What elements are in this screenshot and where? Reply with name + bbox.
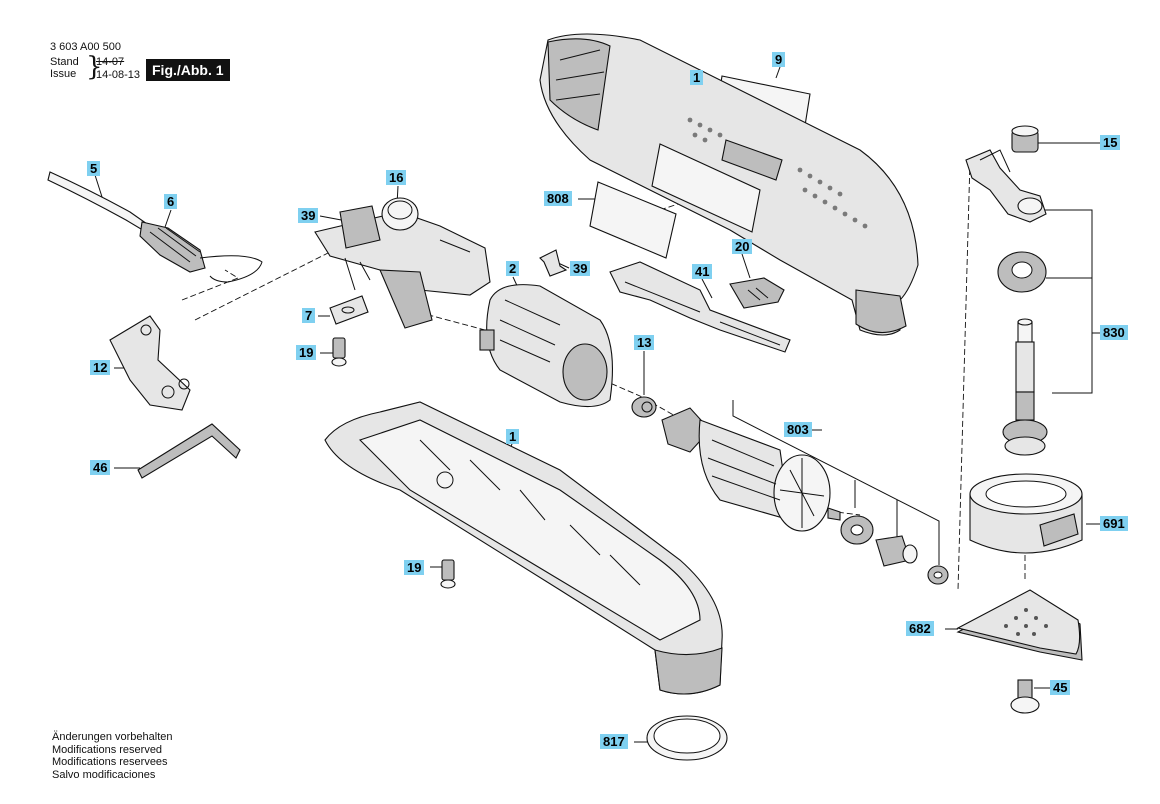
callout-7: 7: [302, 308, 316, 323]
sanding-pad-part-682: [956, 589, 1083, 661]
callout-9: 9: [772, 52, 786, 67]
clip-part-39: [539, 249, 568, 277]
callout-2: 2: [506, 261, 520, 276]
plate-part-12: [109, 315, 191, 411]
bearing-830: [997, 251, 1047, 293]
switch-assembly-part-16: [314, 197, 491, 329]
ring-part-817: [646, 715, 728, 761]
hex-key-part-46: [137, 423, 241, 479]
callout-1-lower: 1: [506, 429, 520, 444]
bushing-part-13: [631, 396, 657, 418]
callout-41: 41: [692, 264, 713, 279]
stand-date: 14-07: [96, 56, 125, 68]
callout-1-upper: 1: [690, 70, 704, 85]
callout-817: 817: [600, 734, 628, 749]
screw-part-19b: [440, 559, 456, 589]
cord-part-5: [47, 171, 151, 233]
note-en: Modifications reserved: [52, 743, 163, 756]
callout-16: 16: [386, 170, 407, 185]
spindle-830: [1002, 318, 1048, 456]
callout-13: 13: [634, 335, 655, 350]
callout-45: 45: [1050, 680, 1071, 695]
lower-housing-part-1: [324, 401, 723, 695]
callout-6: 6: [164, 194, 178, 209]
cap-part-691: [969, 473, 1083, 554]
upper-housing-part-1: [539, 33, 919, 336]
bearing-803a: [840, 515, 874, 545]
cord-clamp-part-6: [139, 221, 263, 283]
switch-slide-part-20: [729, 277, 785, 309]
callout-20: 20: [732, 239, 753, 254]
armature-part-803: [661, 407, 841, 532]
issue-label: Issue: [50, 68, 77, 80]
callout-830: 830: [1100, 325, 1128, 340]
screw-part-19a: [331, 337, 347, 367]
figure-label: Fig./Abb. 1: [146, 59, 230, 81]
stator-part-2: [479, 284, 614, 408]
fan-bushing-803b: [875, 535, 918, 567]
note-fr: Modifications reservees: [52, 756, 168, 768]
callout-15: 15: [1100, 135, 1121, 150]
slider-part-41: [609, 261, 791, 353]
callout-19a: 19: [296, 345, 317, 360]
callout-691: 691: [1100, 516, 1128, 531]
callout-682: 682: [906, 621, 934, 636]
part-number: 3 603 A00 500: [50, 41, 121, 53]
issue-date: 14-08-13: [96, 69, 141, 81]
note-de: Änderungen vorbehalten: [52, 731, 173, 743]
callout-5: 5: [87, 161, 101, 176]
callout-19b: 19: [404, 560, 425, 575]
bearing-803c: [927, 565, 949, 585]
modification-notes: Änderungen vorbehalten Modifications res…: [52, 731, 172, 781]
callout-803: 803: [784, 422, 812, 437]
screw-part-45: [1010, 679, 1040, 714]
callout-46: 46: [90, 460, 111, 475]
stand-label: Stand: [50, 56, 79, 68]
needle-bushing-part-15: [1011, 125, 1039, 153]
bracket-830: [1040, 209, 1100, 394]
callout-12: 12: [90, 360, 111, 375]
label-part-808: [589, 181, 677, 259]
callout-39b: 39: [570, 261, 591, 276]
brace-glyph: }: [86, 52, 103, 82]
note-es: Salvo modificaciones: [52, 768, 156, 781]
strain-relief-part-7: [329, 295, 369, 325]
callout-808: 808: [544, 191, 572, 206]
callout-39a: 39: [298, 208, 319, 223]
bracket-803: [732, 400, 940, 565]
fork-lever-part-830: [965, 149, 1047, 223]
